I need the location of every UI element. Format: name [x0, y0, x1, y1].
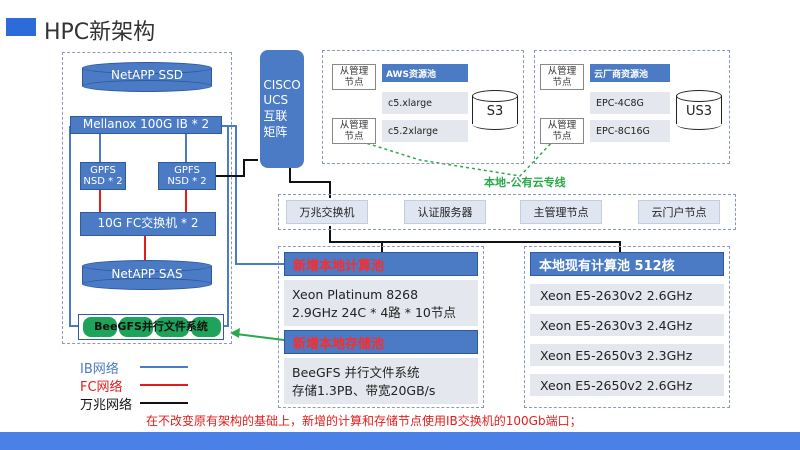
beegfs-box: BeeGFS并行文件系统 [78, 314, 224, 340]
service-portal: 云门户节点 [638, 200, 720, 224]
new-storage-title: 新增本地存储池 [284, 330, 478, 354]
eth-line-existing [330, 241, 621, 252]
netapp-ssd: NetAPP SSD [82, 62, 212, 92]
netapp-sas: NetAPP SAS [82, 260, 212, 290]
cloud-link-label: 本地-公有云专线 [484, 176, 566, 189]
beegfs-disk-4 [191, 317, 221, 337]
vendor-pool-title: 云厂商资源池 [590, 64, 670, 82]
vendor-instance-2: EPC-8C16G [590, 120, 670, 142]
vendor-frame [534, 50, 730, 164]
service-main-mgmt: 主管理节点 [520, 200, 602, 224]
new-compute-line-1: Xeon Platinum 8268 [292, 287, 419, 302]
page-title: HPC新架构 [44, 20, 156, 45]
storage-arrow-line [235, 333, 285, 341]
legend-eth-swatch [140, 402, 188, 404]
aws-pool-title: AWS资源池 [382, 64, 468, 82]
legend-fc-swatch [140, 384, 188, 386]
aws-frame [322, 50, 524, 164]
footnote: 在不改变原有架构的基础上，新增的计算和存储节点使用IB交换机的100Gb端口； [146, 414, 582, 428]
storage-arrow-head [230, 328, 240, 338]
cisco-ucs: CISCO UCS 互联 矩阵 [260, 50, 304, 168]
title-accent-bar [6, 18, 36, 36]
storage-frame [62, 52, 232, 344]
existing-cpu-3: Xeon E5-2650v3 2.3GHz [530, 344, 724, 366]
ethernet-lines [216, 159, 621, 252]
new-storage-line-2: 存储1.3PB、带宽20GB/s [292, 383, 436, 399]
aws-mgmt-node-1: 从管理 节点 [332, 64, 376, 90]
existing-cpu-4: Xeon E5-2650v2 2.6GHz [530, 374, 724, 396]
existing-cpu-1: Xeon E5-2630v2 2.6GHz [530, 284, 724, 306]
new-compute-line-2: 2.9GHz 24C * 4路 * 10节点 [292, 305, 456, 321]
aws-instance-1: c5.xlarge [382, 92, 468, 114]
new-storage-line-1: BeeGFS 并行文件系统 [292, 365, 420, 380]
beegfs-disk-1 [83, 317, 117, 337]
eth-line-cisco-switch [289, 168, 331, 198]
existing-compute-frame [524, 246, 730, 408]
fc-lines [99, 190, 187, 260]
netapp-sas-label: NetAPP SAS [111, 267, 183, 282]
netapp-ssd-label: NetAPP SSD [110, 68, 184, 83]
service-10g-switch: 万兆交换机 [286, 200, 368, 224]
beegfs-disk-2 [119, 317, 153, 337]
beegfs-disk-3 [155, 317, 189, 337]
gpfs-nsd-right: GPFS NSD * 2 [158, 162, 216, 190]
eth-line-nsd-cisco [216, 159, 258, 177]
legend-eth-label: 万兆网络 [80, 398, 133, 413]
services-frame [278, 194, 736, 230]
legend-fc-label: FC网络 [80, 380, 123, 395]
legend-ib-label: IB网络 [80, 362, 119, 377]
gpfs-nsd-left: GPFS NSD * 2 [80, 162, 126, 190]
new-compute-body: Xeon Platinum 8268 2.9GHz 24C * 4路 * 10节… [284, 280, 478, 326]
us3-storage: US3 [676, 90, 722, 130]
beegfs-label: BeeGFS并行文件系统 [94, 319, 208, 333]
vendor-instance-1: EPC-4C8G [590, 92, 670, 114]
aws-mgmt-node-2: 从管理 节点 [332, 118, 376, 144]
existing-compute-title: 本地现有计算池 512核 [530, 252, 724, 276]
new-storage-body: BeeGFS 并行文件系统 存储1.3PB、带宽20GB/s [284, 358, 478, 404]
service-auth-server: 认证服务器 [404, 200, 486, 224]
vendor-mgmt-node-2: 从管理 节点 [540, 118, 584, 144]
s3-storage: S3 [472, 90, 518, 130]
cloud-link-line [349, 137, 557, 177]
bottom-bar [0, 432, 800, 450]
ib-switch: Mellanox 100G IB * 2 [70, 116, 222, 134]
aws-instance-2: c5.2xlarge [382, 120, 468, 142]
legend-ib-swatch [140, 366, 188, 368]
existing-cpu-2: Xeon E5-2630v3 2.4GHz [530, 314, 724, 336]
us3-label: US3 [685, 103, 713, 119]
fc-switch: 10G FC交换机 * 2 [80, 212, 216, 236]
vendor-mgmt-node-1: 从管理 节点 [540, 64, 584, 90]
s3-label: S3 [486, 103, 504, 119]
new-compute-title: 新增本地计算池 [284, 252, 478, 276]
new-resources-frame [278, 246, 484, 408]
